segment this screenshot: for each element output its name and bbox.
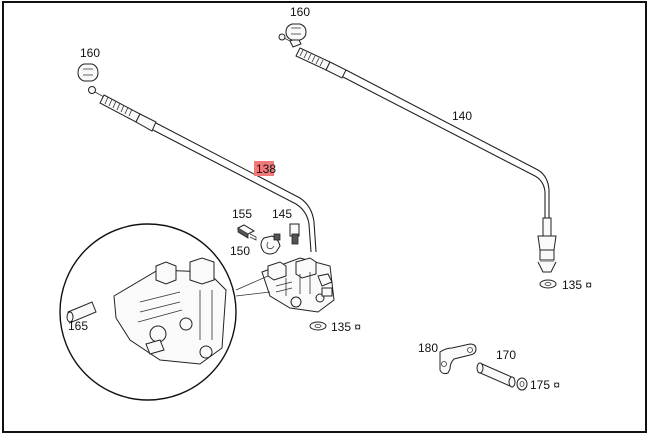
label-150[interactable]: 150 [230, 244, 250, 258]
pin-170[interactable] [476, 362, 516, 388]
washer-175[interactable] [516, 377, 528, 391]
cable-140[interactable] [278, 33, 557, 273]
clip-160-left[interactable] [77, 63, 99, 82]
label-145[interactable]: 145 [272, 207, 292, 221]
label-165[interactable]: 165 [68, 319, 88, 333]
cable-138[interactable] [88, 86, 317, 253]
clip-160-top[interactable] [285, 23, 307, 41]
label-135-mid[interactable]: 135 ¤ [331, 320, 361, 334]
lever-180[interactable] [439, 343, 477, 375]
detail-magnifier[interactable] [59, 223, 271, 401]
label-135-right[interactable]: 135 ¤ [562, 278, 592, 292]
washer-135-right[interactable] [539, 279, 557, 289]
label-170[interactable]: 170 [496, 348, 516, 362]
label-160-left[interactable]: 160 [80, 46, 100, 60]
label-138-highlight [254, 161, 274, 176]
label-138[interactable]: 138 [256, 162, 276, 176]
label-140[interactable]: 140 [452, 109, 472, 123]
washer-135-mid[interactable] [309, 321, 327, 331]
clip-150[interactable] [260, 233, 281, 255]
label-180[interactable]: 180 [418, 341, 438, 355]
bolt-155[interactable] [236, 224, 257, 241]
label-155[interactable]: 155 [232, 207, 252, 221]
control-unit-assembly[interactable] [261, 257, 335, 313]
bracket-145[interactable] [289, 223, 300, 245]
label-175[interactable]: 175 ¤ [530, 378, 560, 392]
label-160-top[interactable]: 160 [290, 5, 310, 19]
